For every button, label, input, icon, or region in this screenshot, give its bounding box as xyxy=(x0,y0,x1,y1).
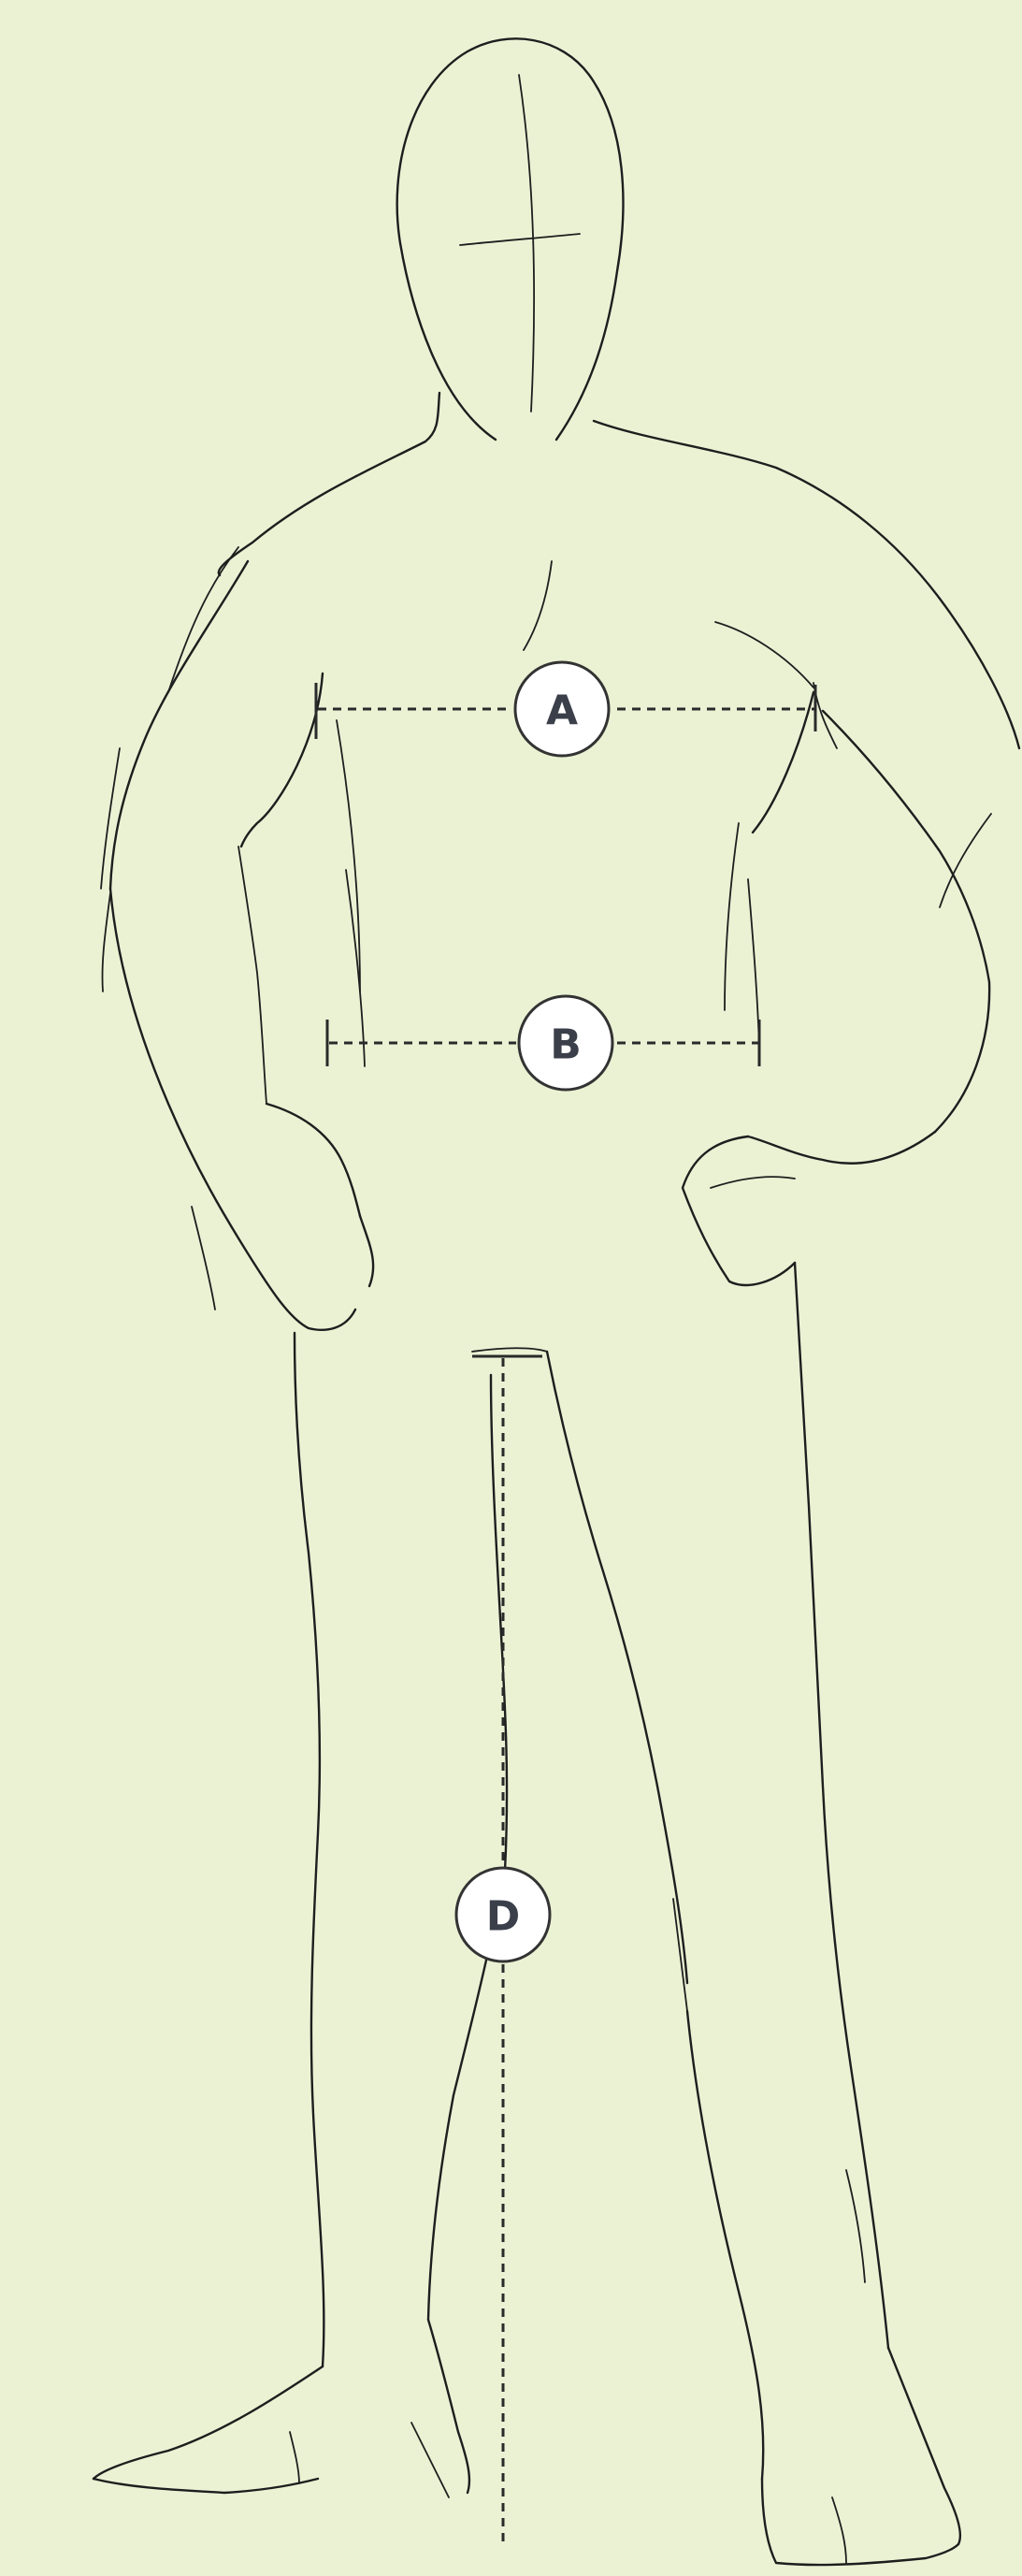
marker-d-label: D xyxy=(486,1893,521,1941)
marker-a-label: A xyxy=(546,687,578,735)
marker-a: A xyxy=(515,662,609,756)
torso-outline xyxy=(101,393,1019,1330)
marker-d: D xyxy=(456,1868,550,1961)
marker-b: B xyxy=(519,996,612,1090)
head-outline xyxy=(397,38,624,440)
marker-b-label: B xyxy=(550,1021,582,1069)
